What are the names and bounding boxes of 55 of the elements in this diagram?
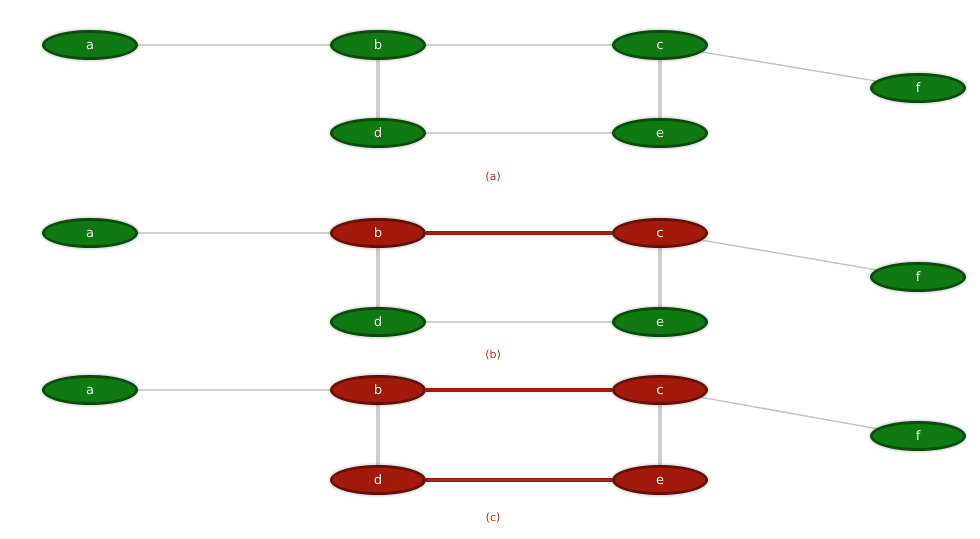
- graph-node: [330, 30, 426, 60]
- graph-node: [870, 262, 966, 292]
- node-label: d: [374, 316, 382, 328]
- panel-caption: (b): [485, 348, 501, 361]
- graph-node: [42, 30, 138, 60]
- edge-line: [426, 231, 612, 235]
- graph-node: [330, 218, 426, 248]
- graph-node: [330, 465, 426, 495]
- graph-node: [330, 118, 426, 148]
- node-label: e: [656, 316, 664, 328]
- edge-line: [138, 44, 330, 46]
- node-label: f: [916, 82, 920, 94]
- graph-node: [612, 118, 708, 148]
- node-label: c: [656, 38, 664, 52]
- edge-line: [376, 248, 380, 307]
- panel-caption: (a): [485, 170, 501, 183]
- graph-node: [870, 421, 966, 451]
- graph-node: [612, 307, 708, 337]
- edge-line: [658, 60, 662, 118]
- node-label: a: [86, 384, 94, 396]
- node-label: f: [916, 430, 920, 442]
- graph-node: [612, 30, 708, 60]
- edge-line: [138, 389, 330, 391]
- node-label: a: [86, 38, 94, 52]
- edge-line: [426, 388, 612, 392]
- graph-node: [612, 218, 708, 248]
- edge-line: [138, 232, 330, 234]
- graph-node: [612, 375, 708, 405]
- edge-line: [426, 44, 612, 46]
- graph-node: [42, 218, 138, 248]
- edge-line: [376, 405, 380, 465]
- node-label: c: [656, 384, 664, 396]
- graph-node: [612, 465, 708, 495]
- edge-line: [426, 321, 612, 323]
- edge-line: [376, 60, 380, 118]
- node-label: d: [374, 126, 382, 140]
- node-label: b: [374, 384, 382, 396]
- node-label: c: [656, 226, 664, 240]
- node-label: f: [916, 270, 920, 284]
- node-label: e: [656, 126, 664, 140]
- edge-line: [658, 248, 662, 307]
- graph-node: [330, 307, 426, 337]
- panel-caption: (c): [486, 511, 500, 524]
- node-label: d: [374, 474, 382, 486]
- edge-line: [426, 478, 612, 482]
- edge-line: [658, 405, 662, 465]
- graph-node: [330, 375, 426, 405]
- graph-node: [42, 375, 138, 405]
- edge-line: [702, 396, 876, 430]
- node-label: b: [374, 226, 382, 240]
- node-label: b: [374, 38, 382, 52]
- node-label: a: [86, 226, 94, 240]
- edge-line: [426, 132, 612, 134]
- graph-node: [870, 73, 966, 103]
- node-label: e: [656, 474, 664, 486]
